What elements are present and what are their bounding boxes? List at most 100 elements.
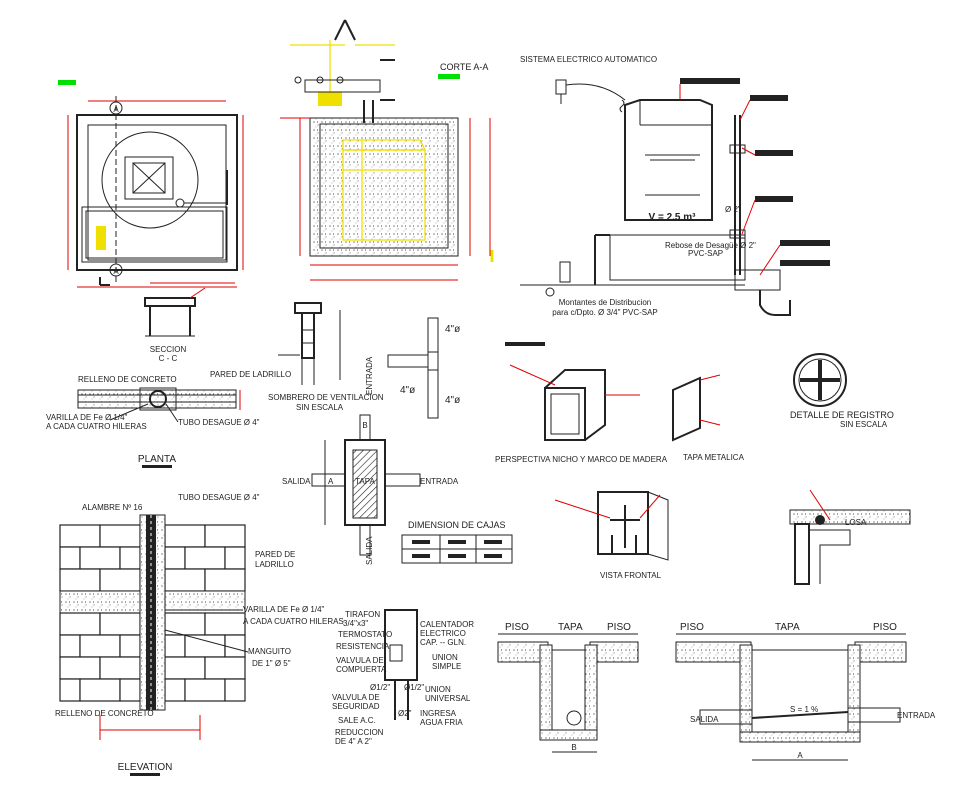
valvula-seguridad-label: VALVULA DE [332, 693, 380, 702]
resistencia-label: RESISTENCIA [336, 642, 390, 651]
half-inch-label-1: Ø1/2" [370, 683, 390, 692]
dim-b-label: B [571, 743, 576, 752]
pipe-size-top: 4"ø [445, 324, 460, 335]
box-b: B [362, 421, 367, 430]
varilla-label: VARILLA DE Fe Ø 1/4" [46, 413, 128, 422]
union-simple-label: UNION [432, 653, 458, 662]
entrada-vertical: ENTRADA [365, 356, 374, 395]
sombrero-scale: SIN ESCALA [296, 403, 344, 412]
tapa-label-1: TAPA [558, 622, 583, 633]
calentador-label: CALENTADOR [420, 620, 474, 629]
varilla-label-4: A CADA CUATRO HILERAS [243, 617, 344, 626]
montantes-label-2: para c/Dpto. Ø 3/4" PVC-SAP [552, 308, 658, 317]
pipe-2-label: Ø 2" [725, 205, 741, 214]
section-a-a: CORTE A-A [280, 19, 494, 281]
vista-frontal-label: VISTA FRONTAL [600, 571, 662, 580]
pipe-size-left: 4"ø [400, 385, 415, 396]
box-entrada: ENTRADA [420, 477, 459, 486]
box-section-a: PISO TAPA PISO S = 1 % SALIDA ENTRADA A [675, 622, 936, 761]
detalle-registro-scale: SIN ESCALA [840, 420, 888, 429]
pipe-tee-detail: 4"ø 4"ø 4"ø ENTRADA [365, 317, 460, 419]
dim-cajas-title: DIMENSION DE CAJAS [408, 520, 506, 530]
termostato-label: TERMOSTATO [338, 630, 392, 639]
brick-wall-left [59, 524, 141, 702]
two-inch-label: Ø2" [398, 709, 412, 718]
perspectiva-label: PERSPECTIVA NICHO Y MARCO DE MADERA [495, 455, 668, 464]
sistema-title: SISTEMA ELECTRICO AUTOMATICO [520, 55, 657, 64]
seccion-label-2: C - C [159, 354, 178, 363]
rebose-label-2: PVC-SAP [688, 249, 723, 258]
montantes-label: Montantes de Distribucion [559, 298, 652, 307]
varilla-label-2: A CADA CUATRO HILERAS [46, 422, 147, 431]
salida-vertical: SALIDA [365, 536, 374, 565]
corte-title: CORTE A-A [440, 62, 488, 72]
water-heater: TIRAFON 3/4"x3" TERMOSTATO RESISTENCIA V… [332, 609, 474, 746]
tubo-desague-label-2: TUBO DESAGUE Ø 4" [178, 493, 260, 502]
piso-label-4: PISO [873, 622, 897, 633]
manguito-label-2: DE 1" Ø 5" [252, 659, 291, 668]
calentador-label-2: ELECTRICO [420, 629, 466, 638]
pared-label: PARED DE [255, 550, 295, 559]
detalle-registro-title: DETALLE DE REGISTRO [790, 410, 894, 420]
green-tag [58, 80, 76, 85]
front-view: VISTA FRONTAL [554, 491, 669, 580]
varilla-label-3: VARILLA DE Fe Ø 1/4" [243, 605, 325, 614]
tirafon-label-2: 3/4"x3" [343, 619, 368, 628]
valvula-seguridad-label-2: SEGURIDAD [332, 702, 380, 711]
section-c-c: SECCION C - C [144, 287, 206, 363]
slope-label: S = 1 % [790, 705, 818, 714]
ventilation-cap: SOMBRERO DE VENTILACION SIN ESCALA [268, 302, 384, 412]
piso-label-3: PISO [680, 622, 704, 633]
elevation-title: ELEVATION [118, 762, 173, 773]
box-dimension-table: DIMENSION DE CAJAS [401, 520, 513, 564]
box-salida: SALIDA [282, 477, 311, 486]
losa-label: LOSA [845, 518, 867, 527]
seccion-label: SECCION [150, 345, 187, 354]
valvula-compuerta-label-2: COMPUERTA [336, 665, 387, 674]
box-section-b: PISO TAPA PISO B [497, 622, 639, 753]
alambre-label: ALAMBRE Nº 16 [82, 503, 143, 512]
union-universal-label-2: UNIVERSAL [425, 694, 471, 703]
planta-detail: RELLENO DE CONCRETO PARED DE LADRILLO VA… [46, 370, 291, 468]
metal-cover: TAPA METALICA [672, 374, 745, 462]
electric-system: SISTEMA ELECTRICO AUTOMATICO V = 2.5 m³ [520, 55, 830, 317]
sale-ac-label: SALE A.C. [338, 716, 376, 725]
reduccion-label: REDUCCION [335, 728, 384, 737]
niche-perspective: PERSPECTIVA NICHO Y MARCO DE MADERA [495, 342, 668, 464]
box-a: A [328, 477, 334, 486]
half-inch-label-2: Ø1/2" [404, 683, 424, 692]
calentador-label-3: CAP. -- GLN. [420, 638, 466, 647]
salida-label-2: SALIDA [690, 715, 719, 724]
relleno-concreto-label: RELLENO DE CONCRETO [78, 375, 177, 384]
planta-title: PLANTA [138, 454, 176, 465]
pared-label-2: LADRILLO [255, 560, 294, 569]
tubo-desague-label: TUBO DESAGUE Ø 4" [178, 418, 260, 427]
sombrero-label: SOMBRERO DE VENTILACION [268, 393, 384, 402]
registro-box-plan: TAPA A B SALIDA ENTRADA SALIDA [282, 414, 459, 565]
ingresa-label-2: AGUA FRIA [420, 718, 463, 727]
piso-label-1: PISO [505, 622, 529, 633]
tapa-label-2: TAPA [775, 622, 800, 633]
pared-ladrillo-label: PARED DE LADRILLO [210, 370, 291, 379]
pipe-size-right: 4"ø [445, 395, 460, 406]
relleno-label-2: RELLENO DE CONCRETO [55, 709, 154, 718]
rebose-label: Rebose de Desagüe Ø 2" [665, 241, 756, 250]
entrada-label-2: ENTRADA [897, 711, 936, 720]
reduccion-label-2: DE 4" A 2" [335, 737, 372, 746]
union-universal-label: UNION [425, 685, 451, 694]
dim-a-label: A [797, 751, 803, 760]
union-simple-label-2: SIMPLE [432, 662, 461, 671]
tank-volume: V = 2.5 m³ [649, 212, 697, 223]
slab-detail: LOSA [789, 489, 911, 585]
ingresa-label: INGRESA [420, 709, 457, 718]
box-tapa: TAPA [355, 477, 375, 486]
piso-label-2: PISO [607, 622, 631, 633]
tank-plan-view: A A [58, 80, 244, 288]
brick-wall-right [164, 524, 246, 702]
brick-elevation: ALAMBRE Nº 16 TUBO DESAGUE Ø 4" [55, 493, 344, 776]
registro-detail: DETALLE DE REGISTRO SIN ESCALA [790, 353, 894, 429]
manguito-label: MANGUITO [248, 647, 291, 656]
tirafon-label: TIRAFON [345, 610, 380, 619]
tapa-metalica-label: TAPA METALICA [683, 453, 745, 462]
